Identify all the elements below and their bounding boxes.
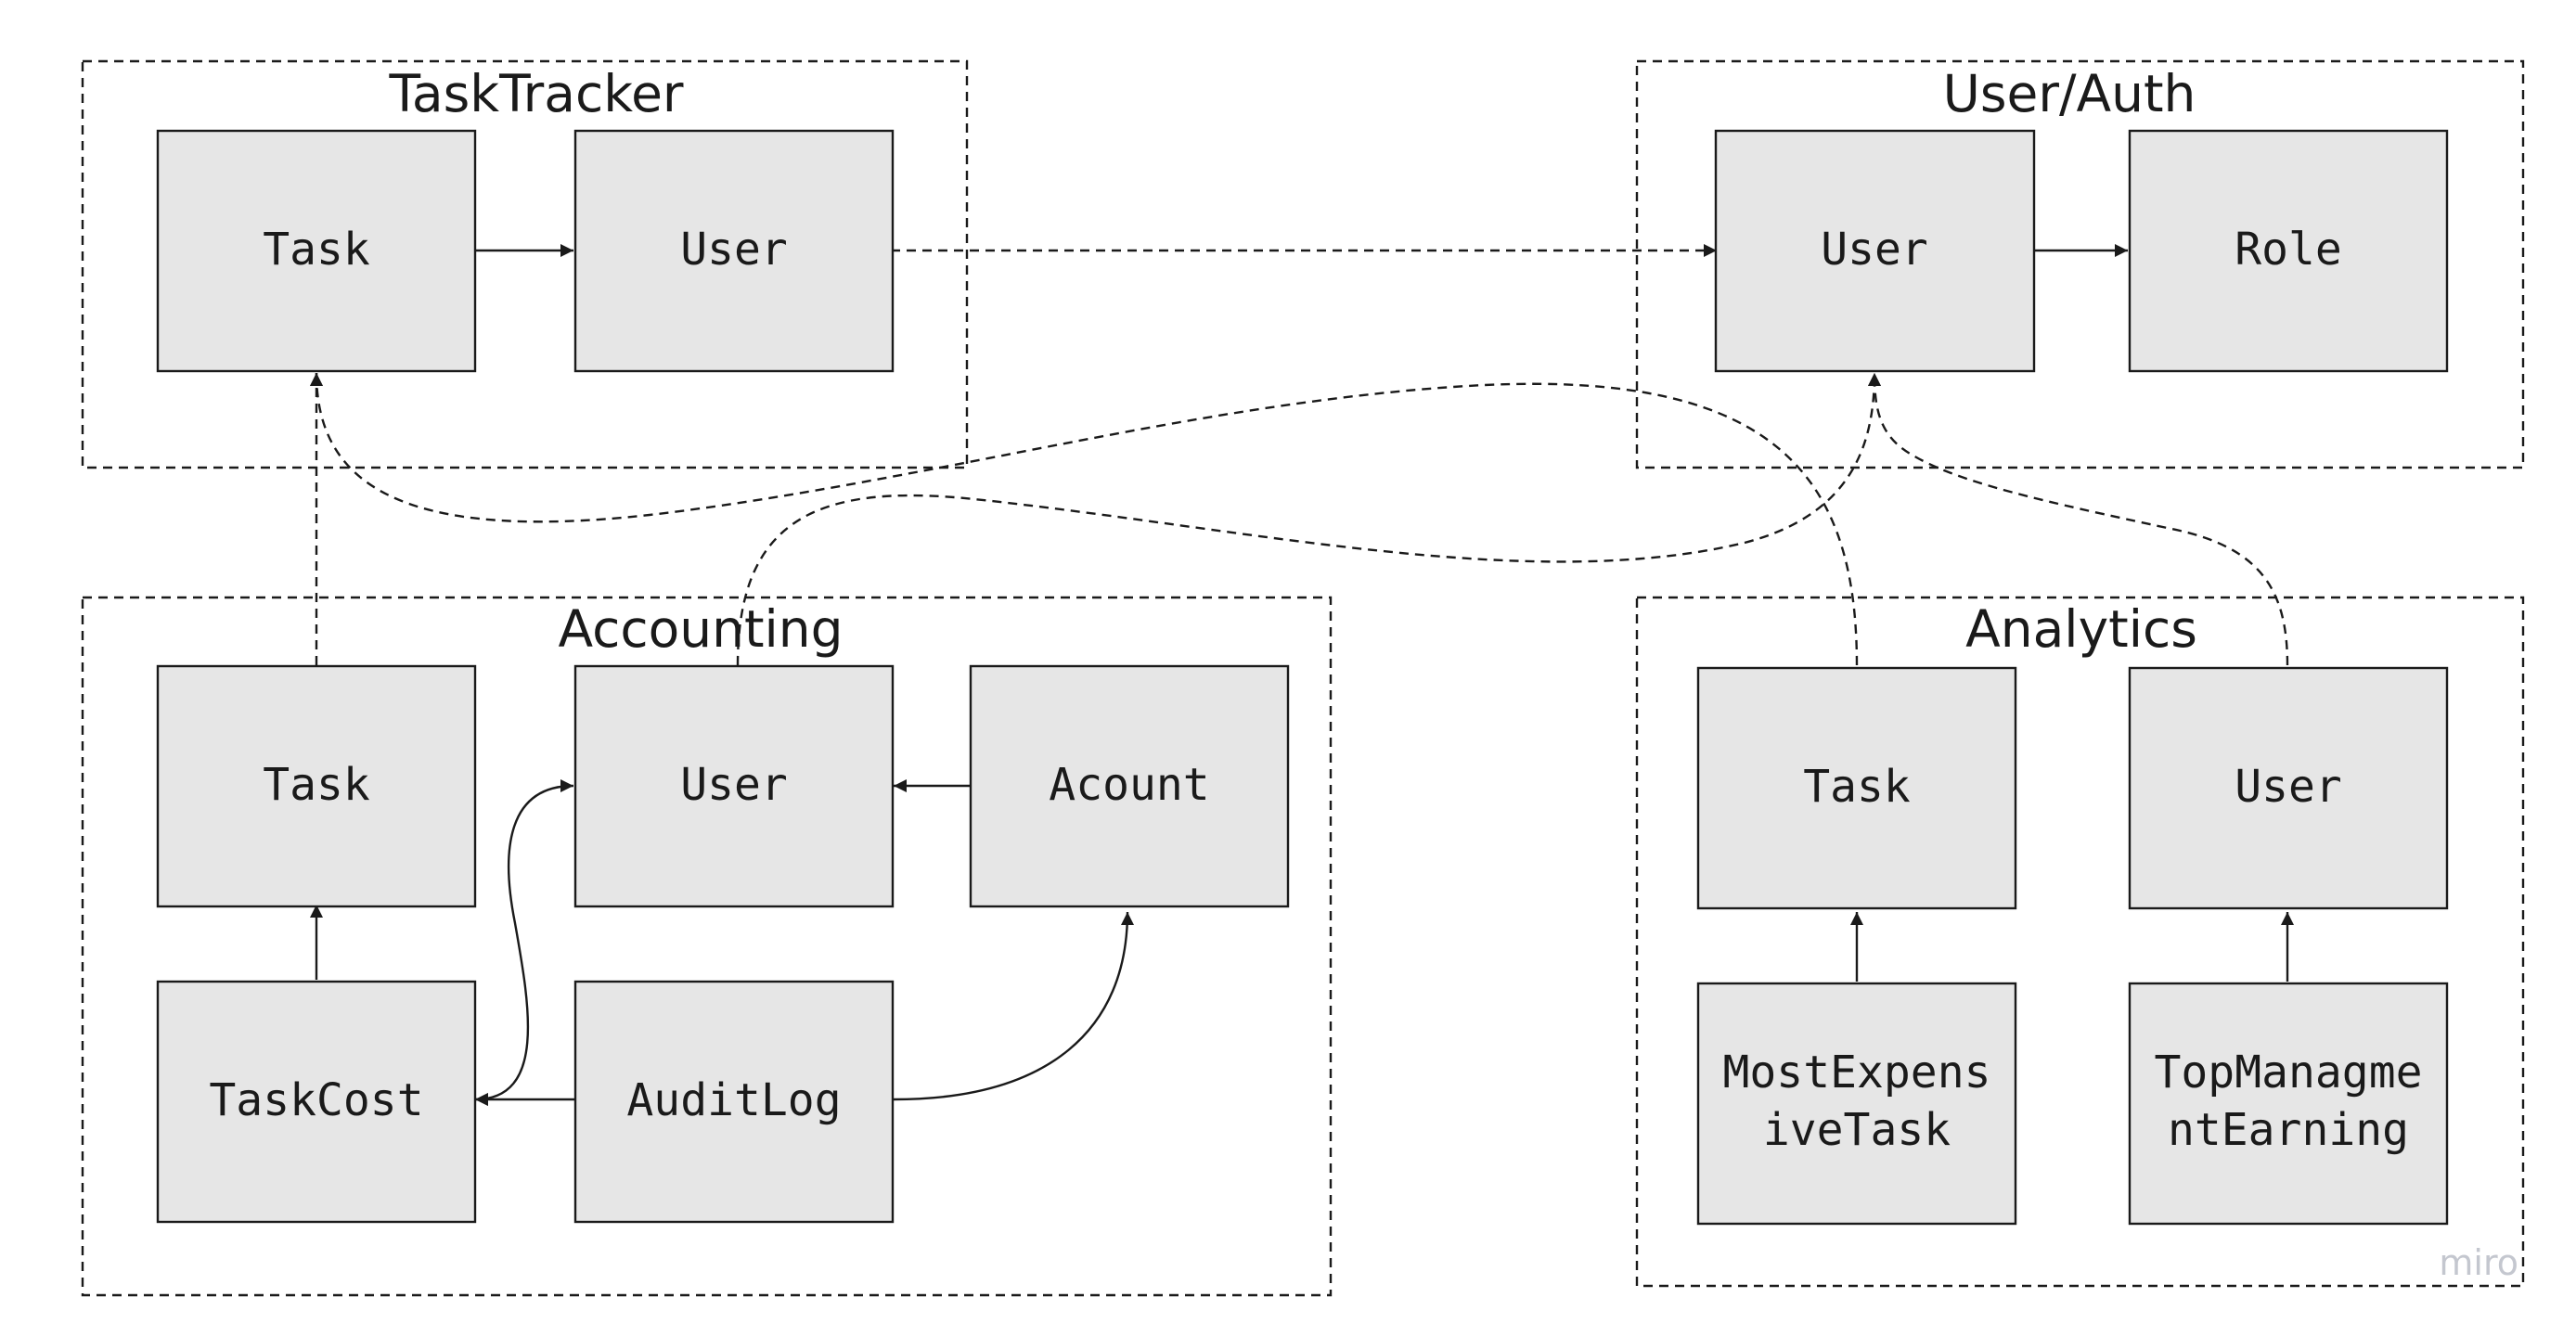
relation-taskcost-acuser xyxy=(474,779,574,1106)
entity-box-ua-role[interactable] xyxy=(2128,129,2449,373)
entity-label-ac-taskcost: TaskCost xyxy=(209,1074,423,1126)
relation-lines xyxy=(310,244,2294,1106)
entity-labels: Task User User Role Task User Acount Tas… xyxy=(209,224,2422,1156)
entity-label-ua-role: Role xyxy=(2235,224,2342,276)
miro-watermark: miro xyxy=(2439,1242,2518,1283)
relation-auditlog-acount xyxy=(893,911,1134,1101)
entity-box-ua-user[interactable] xyxy=(1714,129,2036,373)
entity-label-an-topmanagment-line1: TopManagme xyxy=(2155,1047,2423,1098)
entity-label-an-mostexpensive-line1: MostExpens xyxy=(1723,1047,1991,1098)
group-frame-userauth xyxy=(1635,59,2525,469)
entity-box-ac-taskcost[interactable] xyxy=(156,980,477,1224)
relation-antask-tttask xyxy=(310,372,1859,666)
entity-box-an-task[interactable] xyxy=(1696,666,2017,910)
entity-box-ac-auditlog[interactable] xyxy=(573,980,895,1224)
entity-label-an-mostexpensive-line2: iveTask xyxy=(1763,1104,1951,1156)
dependency-lines xyxy=(310,244,2289,666)
entity-label-ac-task: Task xyxy=(263,759,370,811)
entity-boxes xyxy=(156,129,2449,1226)
entity-label-an-topmanagment-line2: ntEarning xyxy=(2168,1104,2409,1156)
group-titles: TaskTracker User/Auth Accounting Analyti… xyxy=(388,64,2196,659)
entity-box-an-topmanagment[interactable] xyxy=(2128,982,2449,1226)
group-frame-analytics xyxy=(1635,596,2525,1288)
entity-box-tt-user[interactable] xyxy=(573,129,895,373)
entity-box-an-mostexpensive[interactable] xyxy=(1696,982,2017,1226)
group-frame-tasktracker xyxy=(81,59,969,469)
group-title-userauth: User/Auth xyxy=(1943,64,2196,123)
relation-anuser-uauser xyxy=(1868,372,2289,666)
entity-label-tt-task: Task xyxy=(263,224,370,276)
group-title-analytics: Analytics xyxy=(1965,599,2197,659)
entity-label-tt-user: User xyxy=(680,224,788,276)
entity-box-ac-acount[interactable] xyxy=(969,664,1290,908)
entity-label-an-task: Task xyxy=(1803,761,1911,813)
group-title-accounting: Accounting xyxy=(558,599,843,659)
entity-label-ua-user: User xyxy=(1821,224,1928,276)
entity-label-ac-user: User xyxy=(680,759,788,811)
group-title-tasktracker: TaskTracker xyxy=(388,64,683,123)
entity-label-an-user: User xyxy=(2235,761,2342,813)
entity-box-tt-task[interactable] xyxy=(156,129,477,373)
relation-acuser-uauser xyxy=(736,372,1881,666)
entity-label-ac-auditlog: AuditLog xyxy=(626,1074,841,1126)
group-frame-accounting xyxy=(81,596,1333,1297)
entity-box-an-user[interactable] xyxy=(2128,666,2449,910)
entity-label-ac-acount: Acount xyxy=(1049,759,1209,811)
group-frames xyxy=(81,59,2525,1297)
entity-box-ac-task[interactable] xyxy=(156,664,477,908)
entity-box-ac-user[interactable] xyxy=(573,664,895,908)
